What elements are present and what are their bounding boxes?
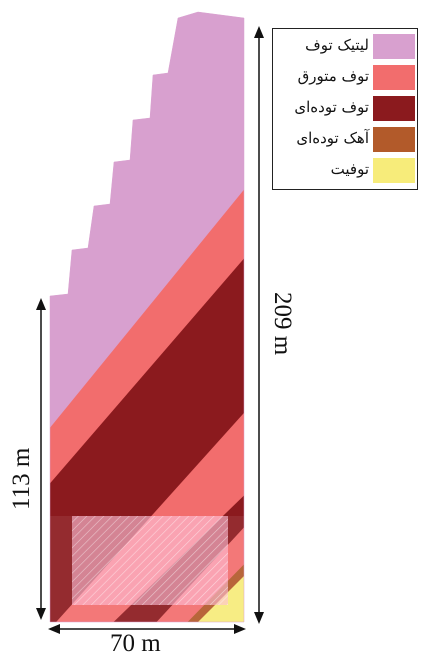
- legend-label: آهک توده‌ای: [296, 129, 369, 147]
- dimension-70m: [48, 624, 246, 634]
- legend-swatch: [373, 127, 415, 152]
- dimension-209m: [254, 26, 264, 624]
- legend: لیتیک توف توف متورق توف توده‌ای آهک توده…: [272, 28, 418, 190]
- excavation-hatch: [72, 516, 228, 605]
- legend-item-lithic-tuff: لیتیک توف: [273, 34, 419, 62]
- legend-item-massive-tuff: توف توده‌ای: [273, 96, 419, 124]
- label-height-113m: 113 m: [8, 447, 35, 510]
- legend-label: لیتیک توف: [305, 36, 369, 54]
- legend-swatch: [373, 158, 415, 183]
- legend-item-tuffite: توفیت: [273, 158, 419, 186]
- legend-label: توف توده‌ای: [294, 98, 369, 116]
- legend-label: توفیت: [330, 160, 369, 178]
- legend-item-foliated-tuff: توف متورق: [273, 65, 419, 93]
- legend-swatch: [373, 34, 415, 59]
- section-outline: [49, 11, 245, 623]
- layer-stack: [50, 12, 244, 622]
- legend-swatch: [373, 65, 415, 90]
- label-width-70m: 70 m: [110, 630, 161, 657]
- legend-swatch: [373, 96, 415, 121]
- label-height-209m: 209 m: [269, 292, 296, 356]
- legend-item-massive-limestone: آهک توده‌ای: [273, 127, 419, 155]
- dimension-113m: [36, 298, 46, 620]
- legend-label: توف متورق: [297, 67, 369, 85]
